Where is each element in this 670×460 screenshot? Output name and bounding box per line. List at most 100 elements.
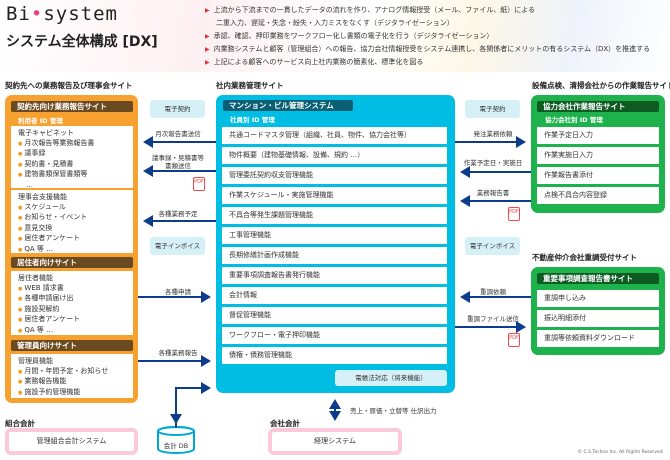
board-support-box[interactable]: 理事会支援機能●スケジュール●お知らせ・イベント●意見交換●居住者アンケート●Q… (11, 190, 133, 253)
list-item-text: 業務報告機能 (24, 377, 67, 385)
list-item: ●QA 等 … (18, 245, 133, 256)
applications-label: 各種申請 (165, 288, 191, 296)
partner-function-row[interactable]: 作業予定日入力 (537, 127, 659, 144)
union-accounting-system[interactable]: 管理組合会計システム (5, 428, 138, 455)
list-item: ●建物書類保管書類等 (18, 170, 133, 181)
bullet-dot-icon: ● (18, 215, 23, 221)
list-item: ●月間・年間予定・お知らせ (18, 367, 133, 378)
einvoice-left-badge: 電子インボイス (150, 237, 205, 255)
employee-id-label: 社員別 ID 管理 (230, 116, 275, 124)
company-accounting-title: 会社会計 (270, 419, 300, 428)
bullet-dot-icon: ● (18, 317, 23, 323)
center-function-row[interactable]: 物件概要（建物基礎情報、設備、規約 …） (222, 147, 447, 164)
center-function-row[interactable]: 工事管理機能 (222, 227, 447, 244)
user-id-label: 利用者 ID 管理 (18, 117, 63, 125)
future-feature-badge: 電帳法対応（将来機能） (335, 370, 447, 386)
cabinet-box[interactable]: 電子キャビネット●月次報告等業務報告書●議事録●契約書・見積書●建物書類保管書類… (11, 126, 133, 189)
jucho-function-row[interactable]: 振込明細添付 (537, 310, 659, 327)
bullet-text: 内業務システムと顧客（管理組合）への報告、協力会社情報授受をシステム連携し、各関… (213, 45, 651, 53)
list-item: ●議事録 (18, 149, 133, 160)
manager-site-title: 管理員向けサイト (11, 340, 133, 351)
resident-functions-box[interactable]: 居住者機能●WEB 請求書●各種申請届け出●施設契解約●居住者アンケート●QA … (11, 271, 133, 335)
minutes-label-1: 議事録・見積書等 (152, 154, 204, 162)
partner-id-label: 協力会社別 ID 管理 (545, 116, 603, 124)
list-item-text: 月次報告等業務報告書 (24, 138, 95, 147)
center-function-row[interactable]: 債権・債務管理機能 (222, 347, 447, 364)
partner-function-row[interactable]: 点検不具合内容登録 (537, 187, 659, 204)
center-function-row[interactable]: 長期修繕計画作成機能 (222, 247, 447, 264)
list-item: ●WEB 請求書 (18, 284, 133, 295)
header-bullet: ▶上流から下流までの一貫したデータの流れを作り、アナログ情報授受（メール、ファイ… (205, 5, 535, 15)
bullet-dot-icon: ● (18, 172, 23, 178)
accounting-system[interactable]: 経理システム (268, 428, 402, 455)
list-item-text: 居住者アンケート (24, 315, 81, 323)
center-function-row[interactable]: ワークフロー・電子押印機能 (222, 327, 447, 344)
db-label: 会計 DB (163, 442, 189, 450)
list-item-text: 居住者アンケート (24, 234, 81, 242)
header-bullet: ▶内業務システムと顧客（管理組合）への報告、協力会社情報授受をシステム連携し、各… (205, 44, 650, 54)
bullet-triangle-icon: ▶ (205, 46, 210, 53)
bullet-dot-icon: ● (18, 236, 23, 242)
jucho-function-row[interactable]: 重調申し込み (537, 290, 659, 307)
list-item-text: 建物書類保管書類等 (24, 170, 88, 178)
pdf-icon: PDF (508, 333, 520, 347)
list-item: ●月次報告等業務報告書 (18, 139, 133, 150)
jucho-site-title: 重要事項調査報告書サイト (537, 273, 659, 284)
bullet-text: 二重入力、遅延・失念・紛失・入力ミスをなくす（デジタライゼーション） (216, 19, 454, 27)
bullet-dot-icon: ● (18, 296, 23, 302)
manager-functions-box[interactable]: 管理員機能●月間・年間予定・お知らせ●業務報告機能●施設予約管理機能 (11, 354, 133, 398)
center-function-row[interactable]: 督促管理機能 (222, 307, 447, 324)
list-item: ●契約書・見積書 (18, 160, 133, 171)
center-function-row[interactable]: 会計情報 (222, 287, 447, 304)
jucho-function-row[interactable]: 重調等依頼資料ダウンロード (537, 330, 659, 347)
bullet-dot-icon: ● (18, 161, 23, 168)
header-bullet: ▶承認、確認、押印業務をワークフロー化し書類の電子化を行う（デジタライゼーション… (205, 31, 493, 41)
list-item: ●施設予約管理機能 (18, 388, 133, 399)
bullet-triangle-icon: ▶ (205, 7, 210, 14)
partner-function-row[interactable]: 作業実施日入力 (537, 147, 659, 164)
bullet-triangle-icon: ▶ (205, 59, 210, 66)
einvoice-right-badge: 電子インボイス (465, 237, 520, 255)
journal-output-label: 売上・原価・立替等 仕訳出力 (350, 407, 437, 415)
order-label: 発注業務依頼 (473, 130, 513, 138)
list-item-text: 意見交換 (24, 223, 53, 232)
list-item: ●居住者アンケート (18, 234, 133, 245)
right-section-title-2: 不動産仲介会社重調受付サイト (532, 253, 637, 262)
header-bullet: ▶上記による顧客へのサービス向上社内業務の簡素化、標準化を図る (205, 57, 423, 67)
bullet-text: 上流から下流までの一貫したデータの流れを作り、アナログ情報授受（メール、ファイル… (213, 6, 535, 14)
center-function-row[interactable]: 管理委託契約収支管理機能 (222, 167, 447, 184)
monthly-report-label: 月次報告書送信 (155, 130, 201, 138)
list-item: ●施設契解約 (18, 305, 133, 316)
list-item-text: スケジュール (24, 202, 66, 211)
bullet-text: 上記による顧客へのサービス向上社内業務の簡素化、標準化を図る (213, 58, 424, 66)
jucho-request-label: 重調依頼 (480, 288, 506, 296)
bullet-text: 承認、確認、押印業務をワークフロー化し書類の電子化を行う（デジタライゼーション） (213, 32, 494, 40)
right-section-title-1: 設備点検、清掃会社からの作業報告サイト (532, 81, 670, 90)
work-report-label: 業務報告書 (476, 189, 510, 197)
schedule-label: 各種業務予定 (158, 210, 198, 218)
econtract-right-badge: 電子契約 (465, 100, 520, 118)
center-function-row[interactable]: 共通コードマスタ管理（組織、社員、物件、協力会社等） (222, 127, 447, 144)
bullet-dot-icon: ● (18, 225, 23, 232)
bullet-triangle-icon: ▶ (205, 33, 210, 40)
logo: Bi•system (6, 3, 118, 25)
center-function-row[interactable]: 不具合等発生課題管理機能 (222, 207, 447, 224)
bullet-dot-icon: ● (18, 368, 23, 375)
bullet-dot-icon: ● (18, 327, 23, 334)
management-system-title: マンション・ビル管理システム (223, 100, 353, 111)
bullet-dot-icon: ● (18, 246, 23, 253)
bullet-dot-icon: ● (18, 389, 23, 396)
header-banner (0, 0, 670, 72)
list-item-text: お知らせ・イベント (24, 213, 88, 221)
list-item: ●QA 等 … (18, 326, 133, 337)
list-item: ●各種申請届け出 (18, 294, 133, 305)
bullet-dot-icon: ● (18, 285, 23, 292)
copyright: © C.S.Techno Inc. All Rights Reserved. (577, 450, 664, 455)
list-item: ●居住者アンケート (18, 315, 133, 326)
list-item: ●業務報告機能 (18, 377, 133, 388)
center-function-row[interactable]: 作業スケジュール・実施管理機能 (222, 187, 447, 204)
partner-function-row[interactable]: 作業報告書添付 (537, 167, 659, 184)
resident-site-title: 居住者向けサイト (11, 257, 133, 268)
center-function-row[interactable]: 重要事項調査報告書発行機能 (222, 267, 447, 284)
bullet-dot-icon: ● (18, 306, 23, 313)
